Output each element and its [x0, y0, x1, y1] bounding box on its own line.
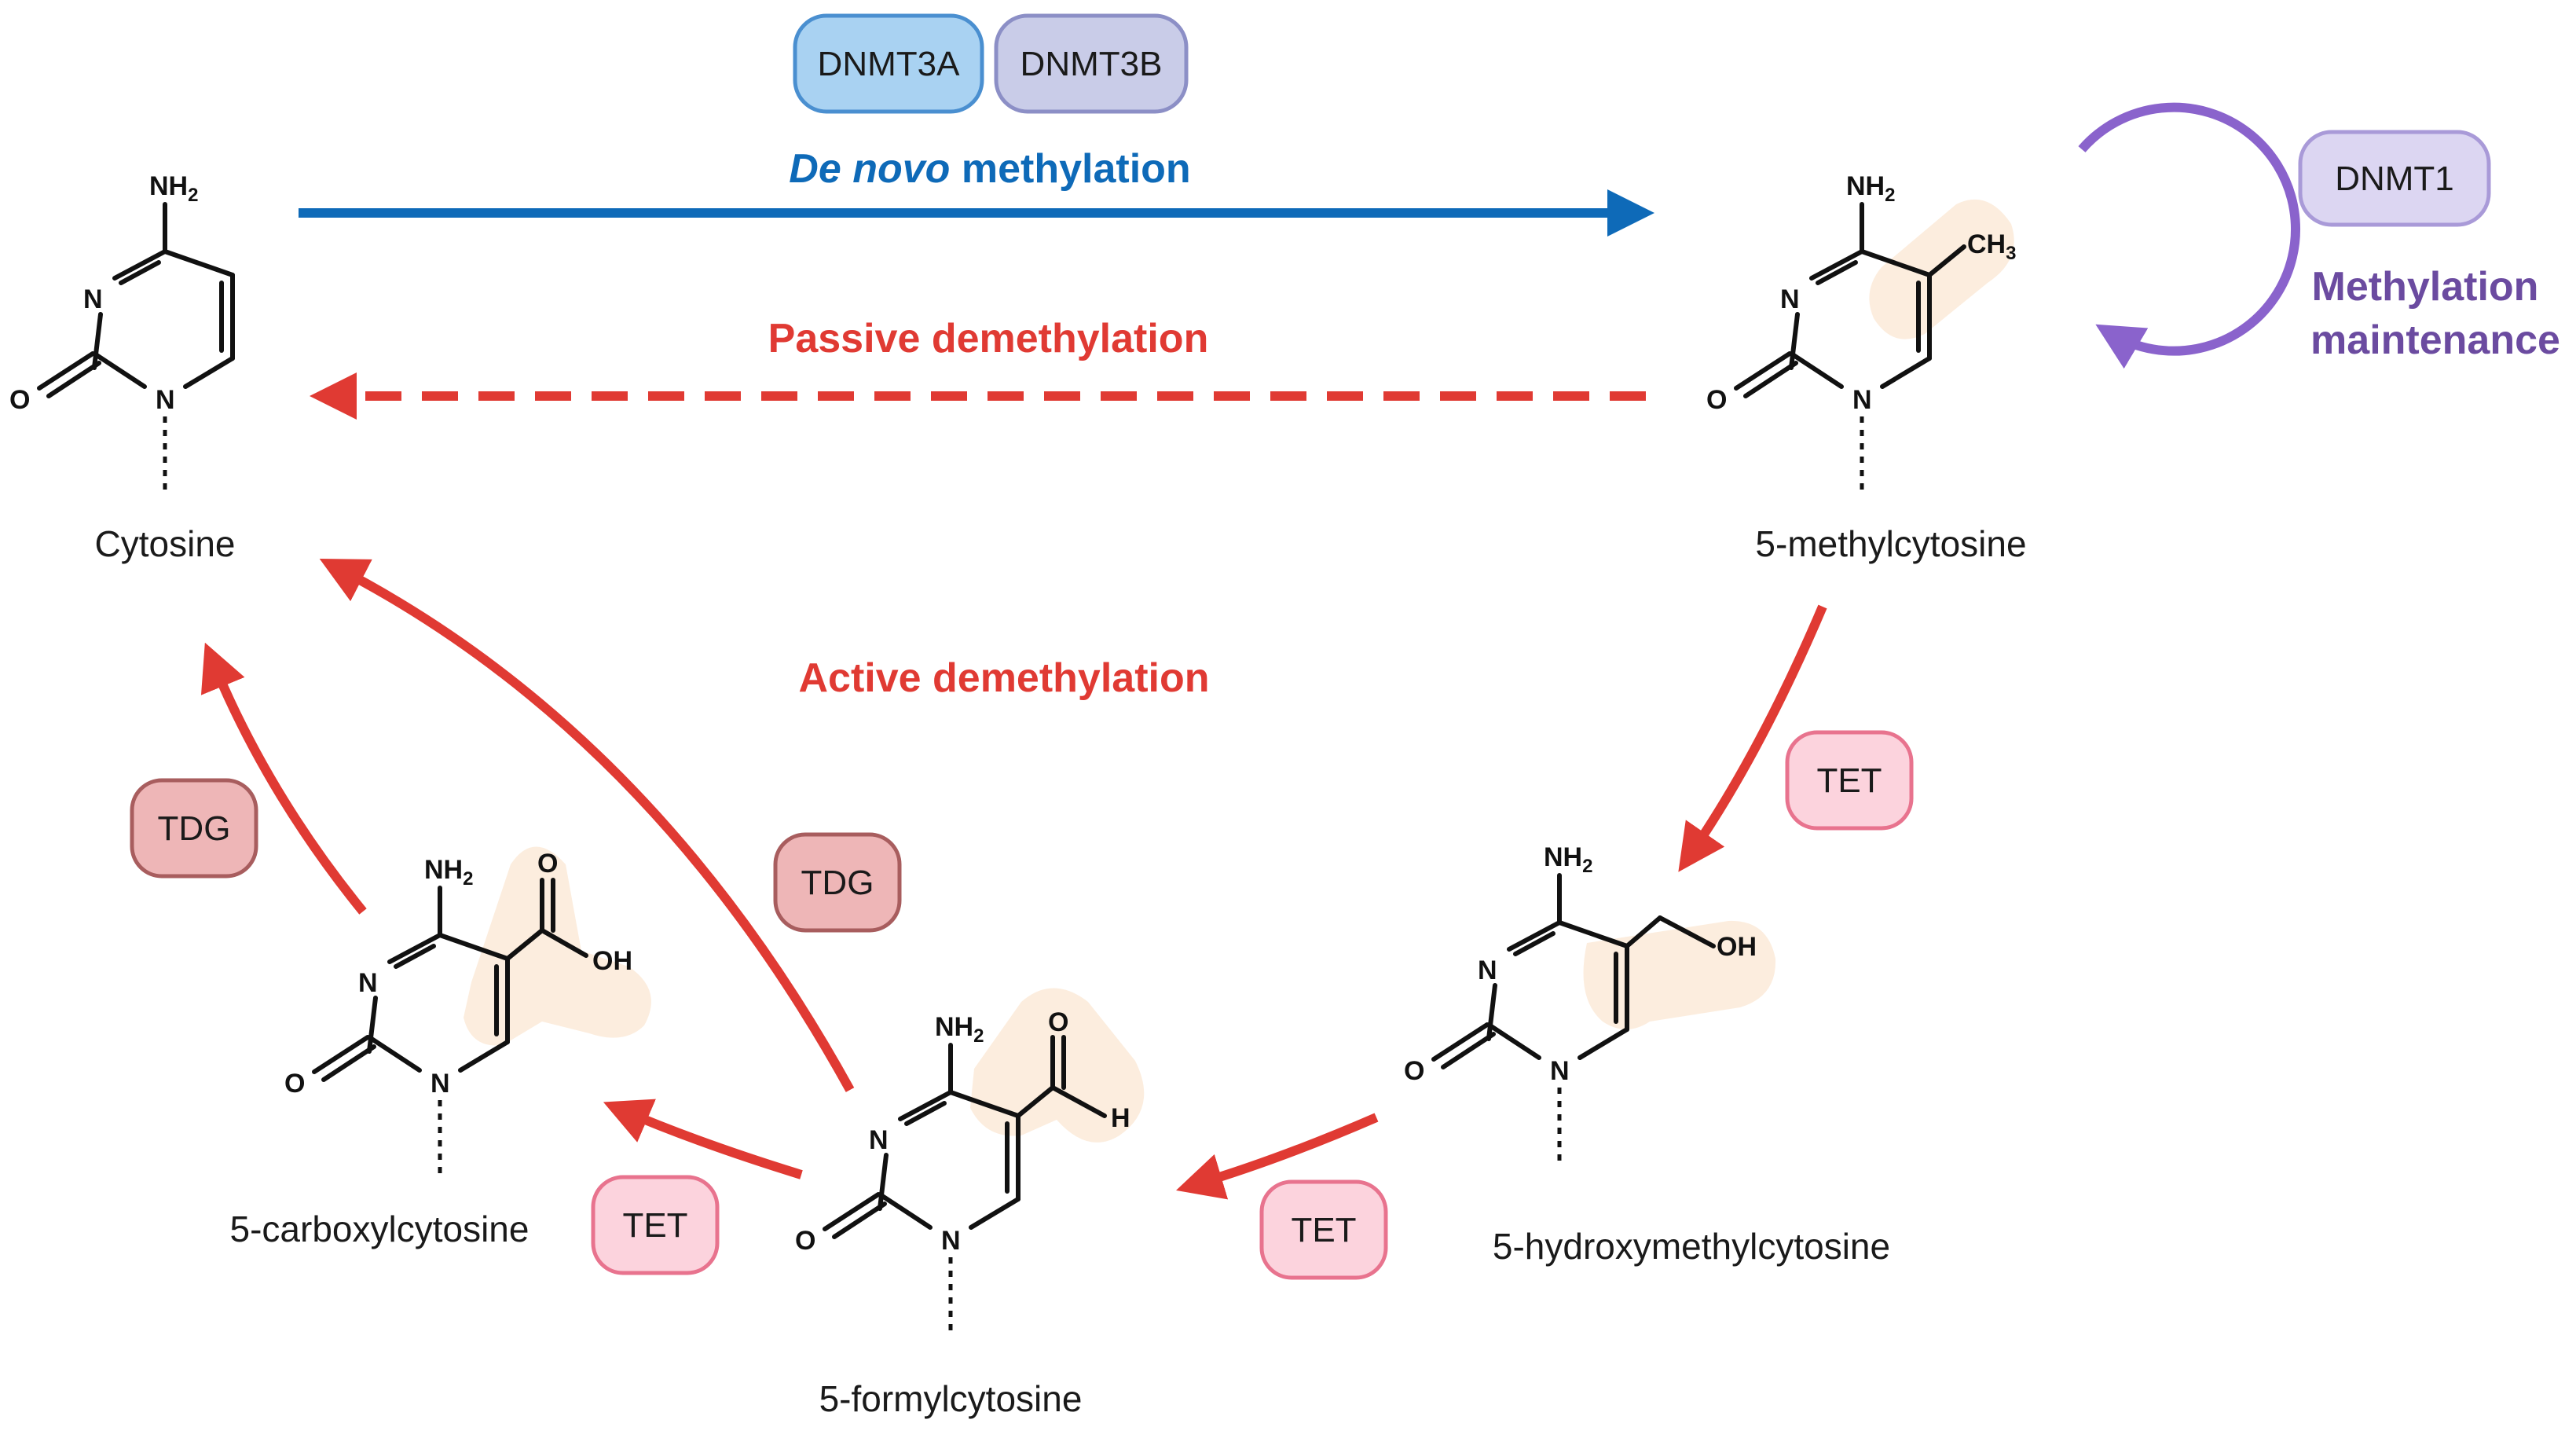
methylcytosine-n3: N — [1780, 284, 1800, 314]
hydroxymethylcytosine-caption: 5-hydroxymethylcytosine — [1493, 1226, 1890, 1267]
hydroxymethylcytosine-n3: N — [1478, 956, 1497, 985]
dnmt3b-label: DNMT3B — [1021, 45, 1163, 83]
methylation-maintenance-line1: Methylation — [2312, 264, 2539, 310]
cytosine-n3: N — [83, 284, 103, 314]
formylcytosine-o: O — [795, 1226, 815, 1256]
carboxylcytosine-n1: N — [431, 1069, 450, 1099]
arrow-5cac-to-cytosine — [200, 642, 367, 915]
hydroxymethylcytosine-oh: OH — [1717, 932, 1757, 962]
methylcytosine-caption: 5-methylcytosine — [1755, 523, 2026, 564]
hydroxymethyl-highlight — [1583, 920, 1776, 1029]
arrow-5hmc-to-5fc — [1176, 1113, 1379, 1200]
formylcytosine-h: H — [1111, 1103, 1130, 1133]
tet-label-2: TET — [1291, 1211, 1356, 1249]
formylcytosine-caption: 5-formylcytosine — [819, 1378, 1083, 1419]
methylation-maintenance-line2: maintenance — [2310, 317, 2560, 363]
cytosine-structure: NH2 N N O — [9, 171, 235, 495]
dnmt1-label: DNMT1 — [2335, 160, 2454, 198]
carboxylcytosine-oh: OH — [592, 946, 632, 976]
hydroxymethylcytosine-structure: NH2 OH N N O — [1404, 842, 1757, 1166]
cytosine-nh2: NH2 — [149, 171, 198, 206]
methyl-highlight — [1869, 199, 2014, 339]
methylcytosine-ch3: CH3 — [1967, 229, 2016, 264]
methylcytosine-o: O — [1706, 385, 1727, 415]
formyl-highlight — [970, 988, 1145, 1143]
cytosine-caption: Cytosine — [95, 523, 236, 564]
tet-badge-2: TET — [1259, 1179, 1388, 1280]
tet-badge-3: TET — [591, 1175, 720, 1275]
cytosine-n1: N — [156, 385, 175, 415]
carboxylcytosine-nh2: NH2 — [424, 855, 473, 890]
formylcytosine-o-formyl: O — [1048, 1007, 1068, 1037]
dnmt3a-label: DNMT3A — [818, 45, 961, 83]
methylcytosine-nh2: NH2 — [1846, 171, 1895, 206]
passive-demethylation-title: Passive demethylation — [768, 316, 1209, 361]
formylcytosine-nh2: NH2 — [935, 1012, 984, 1047]
carboxylcytosine-n3: N — [358, 968, 378, 998]
carboxylcytosine-o: O — [284, 1069, 305, 1099]
tdg-badge-1: TDG — [130, 778, 258, 879]
dnmt3b-badge: DNMT3B — [994, 13, 1189, 114]
formylcytosine-n3: N — [869, 1125, 889, 1155]
tet-label-1: TET — [1816, 761, 1882, 800]
tdg-label-1: TDG — [158, 809, 231, 848]
de-novo-rest: methylation — [950, 146, 1190, 192]
de-novo-italic: De novo — [789, 146, 950, 192]
carboxylcytosine-o-carbonyl: O — [537, 849, 558, 879]
arrow-5fc-to-cytosine — [319, 558, 855, 1092]
active-demethylation-title: Active demethylation — [798, 655, 1209, 701]
arrow-5mc-to-5hmc — [1678, 604, 1827, 872]
carboxylcytosine-structure: NH2 O OH N N O — [284, 849, 632, 1179]
formylcytosine-n1: N — [941, 1226, 961, 1256]
dnmt1-badge: DNMT1 — [2298, 130, 2491, 227]
dnmt3a-badge: DNMT3A — [793, 13, 984, 114]
hydroxymethylcytosine-o: O — [1404, 1056, 1424, 1086]
arrow-5fc-to-5cac — [603, 1099, 803, 1179]
methylcytosine-n1: N — [1852, 385, 1872, 415]
tet-badge-1: TET — [1785, 730, 1914, 831]
methylcytosine-structure: NH2 CH3 N N O — [1706, 171, 2016, 495]
tdg-label-2: TDG — [801, 864, 874, 902]
maintenance-loop-arrow — [2078, 102, 2300, 369]
formylcytosine-structure: NH2 O H N N O — [795, 1007, 1130, 1336]
tdg-badge-2: TDG — [773, 832, 902, 933]
de-novo-methylation-title: De novo methylation — [789, 146, 1190, 192]
carboxyl-highlight — [464, 846, 651, 1046]
carboxylcytosine-caption: 5-carboxylcytosine — [230, 1209, 529, 1249]
cytosine-o: O — [9, 385, 30, 415]
hydroxymethylcytosine-n1: N — [1550, 1056, 1570, 1086]
hydroxymethylcytosine-nh2: NH2 — [1544, 842, 1592, 877]
tet-label-3: TET — [622, 1206, 687, 1245]
